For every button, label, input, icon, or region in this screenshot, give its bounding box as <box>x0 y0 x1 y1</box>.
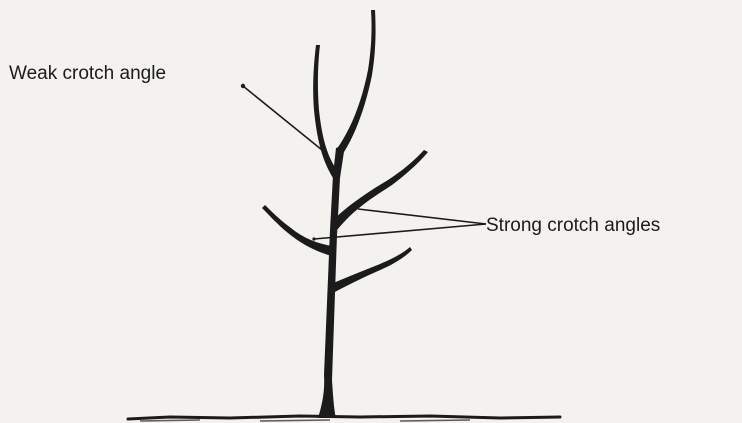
weak-crotch-branch <box>313 45 338 178</box>
left-branch <box>262 205 333 256</box>
lower-right-branch <box>331 247 412 294</box>
weak-crotch-pointer <box>241 84 322 150</box>
ground-line <box>128 416 560 421</box>
upper-right-branch <box>331 150 428 234</box>
weak-crotch-label: Weak crotch angle <box>9 63 166 85</box>
central-leader <box>336 10 376 152</box>
strong-crotch-label: Strong crotch angles <box>486 215 660 237</box>
